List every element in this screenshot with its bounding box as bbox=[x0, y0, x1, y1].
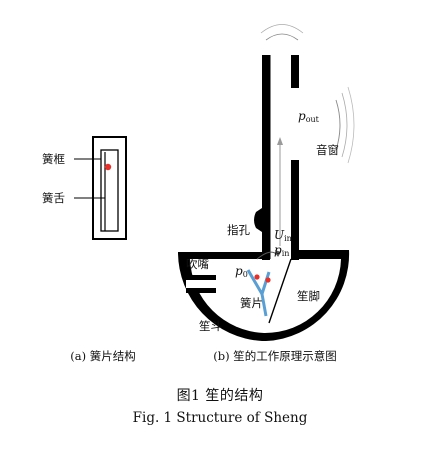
label-reed-tongue: 簧舌 bbox=[42, 191, 65, 205]
wind-chamber-inner bbox=[190, 259, 341, 334]
mouthpiece-bore bbox=[186, 280, 216, 288]
reed-dot-left bbox=[254, 274, 260, 280]
label-u-in: Uin bbox=[274, 228, 292, 243]
airflow-curve-arrow bbox=[256, 251, 279, 260]
reed-weight-dot bbox=[104, 163, 112, 171]
sound-wave-top-1 bbox=[265, 33, 299, 41]
sheng-figure: 簧框 簧舌 (a) 簧片结构 bbox=[42, 24, 355, 363]
caption-panel-b: (b) 笙的工作原理示意图 bbox=[213, 349, 337, 363]
label-reed: 簧片 bbox=[240, 296, 263, 310]
figure-caption-chinese: 图1 笙的结构 bbox=[176, 388, 264, 404]
pipe-foot-edge bbox=[268, 258, 292, 324]
label-p-out: pout bbox=[298, 109, 320, 124]
reed-tongue-slot bbox=[100, 149, 119, 232]
sound-window-opening bbox=[291, 88, 299, 160]
label-wind-chamber: 笙斗 bbox=[199, 319, 222, 333]
label-p0: p0 bbox=[235, 264, 248, 279]
reed-dot-right bbox=[265, 277, 271, 283]
label-reed-frame: 簧框 bbox=[42, 152, 65, 166]
sheng-working-principle-diagram: pout 音窗 指孔 Uin pin 吹嘴 p0 笙脚 簧片 笙斗 bbox=[177, 24, 355, 341]
label-p-in: pin bbox=[274, 243, 289, 258]
finger-hole bbox=[254, 208, 262, 232]
reed-frame bbox=[92, 136, 127, 240]
reed-stem bbox=[260, 293, 268, 317]
airflow-curve-arrowhead bbox=[275, 250, 281, 257]
label-pipe-foot: 笙脚 bbox=[297, 289, 320, 303]
label-finger-hole: 指孔 bbox=[227, 223, 250, 237]
label-mouthpiece: 吹嘴 bbox=[186, 257, 209, 271]
reed-structure-diagram: 簧框 簧舌 bbox=[42, 136, 127, 240]
airflow-up-arrowhead bbox=[277, 137, 283, 145]
label-sound-window: 音窗 bbox=[316, 143, 339, 157]
figure-caption-english: Fig. 1 Structure of Sheng bbox=[132, 410, 308, 426]
sound-wave-side-2 bbox=[341, 92, 348, 158]
sound-wave-side-3 bbox=[347, 86, 355, 164]
sound-wave-top-2 bbox=[260, 24, 304, 34]
sound-wave-side-1 bbox=[335, 99, 341, 151]
caption-panel-a: (a) 簧片结构 bbox=[70, 349, 135, 363]
